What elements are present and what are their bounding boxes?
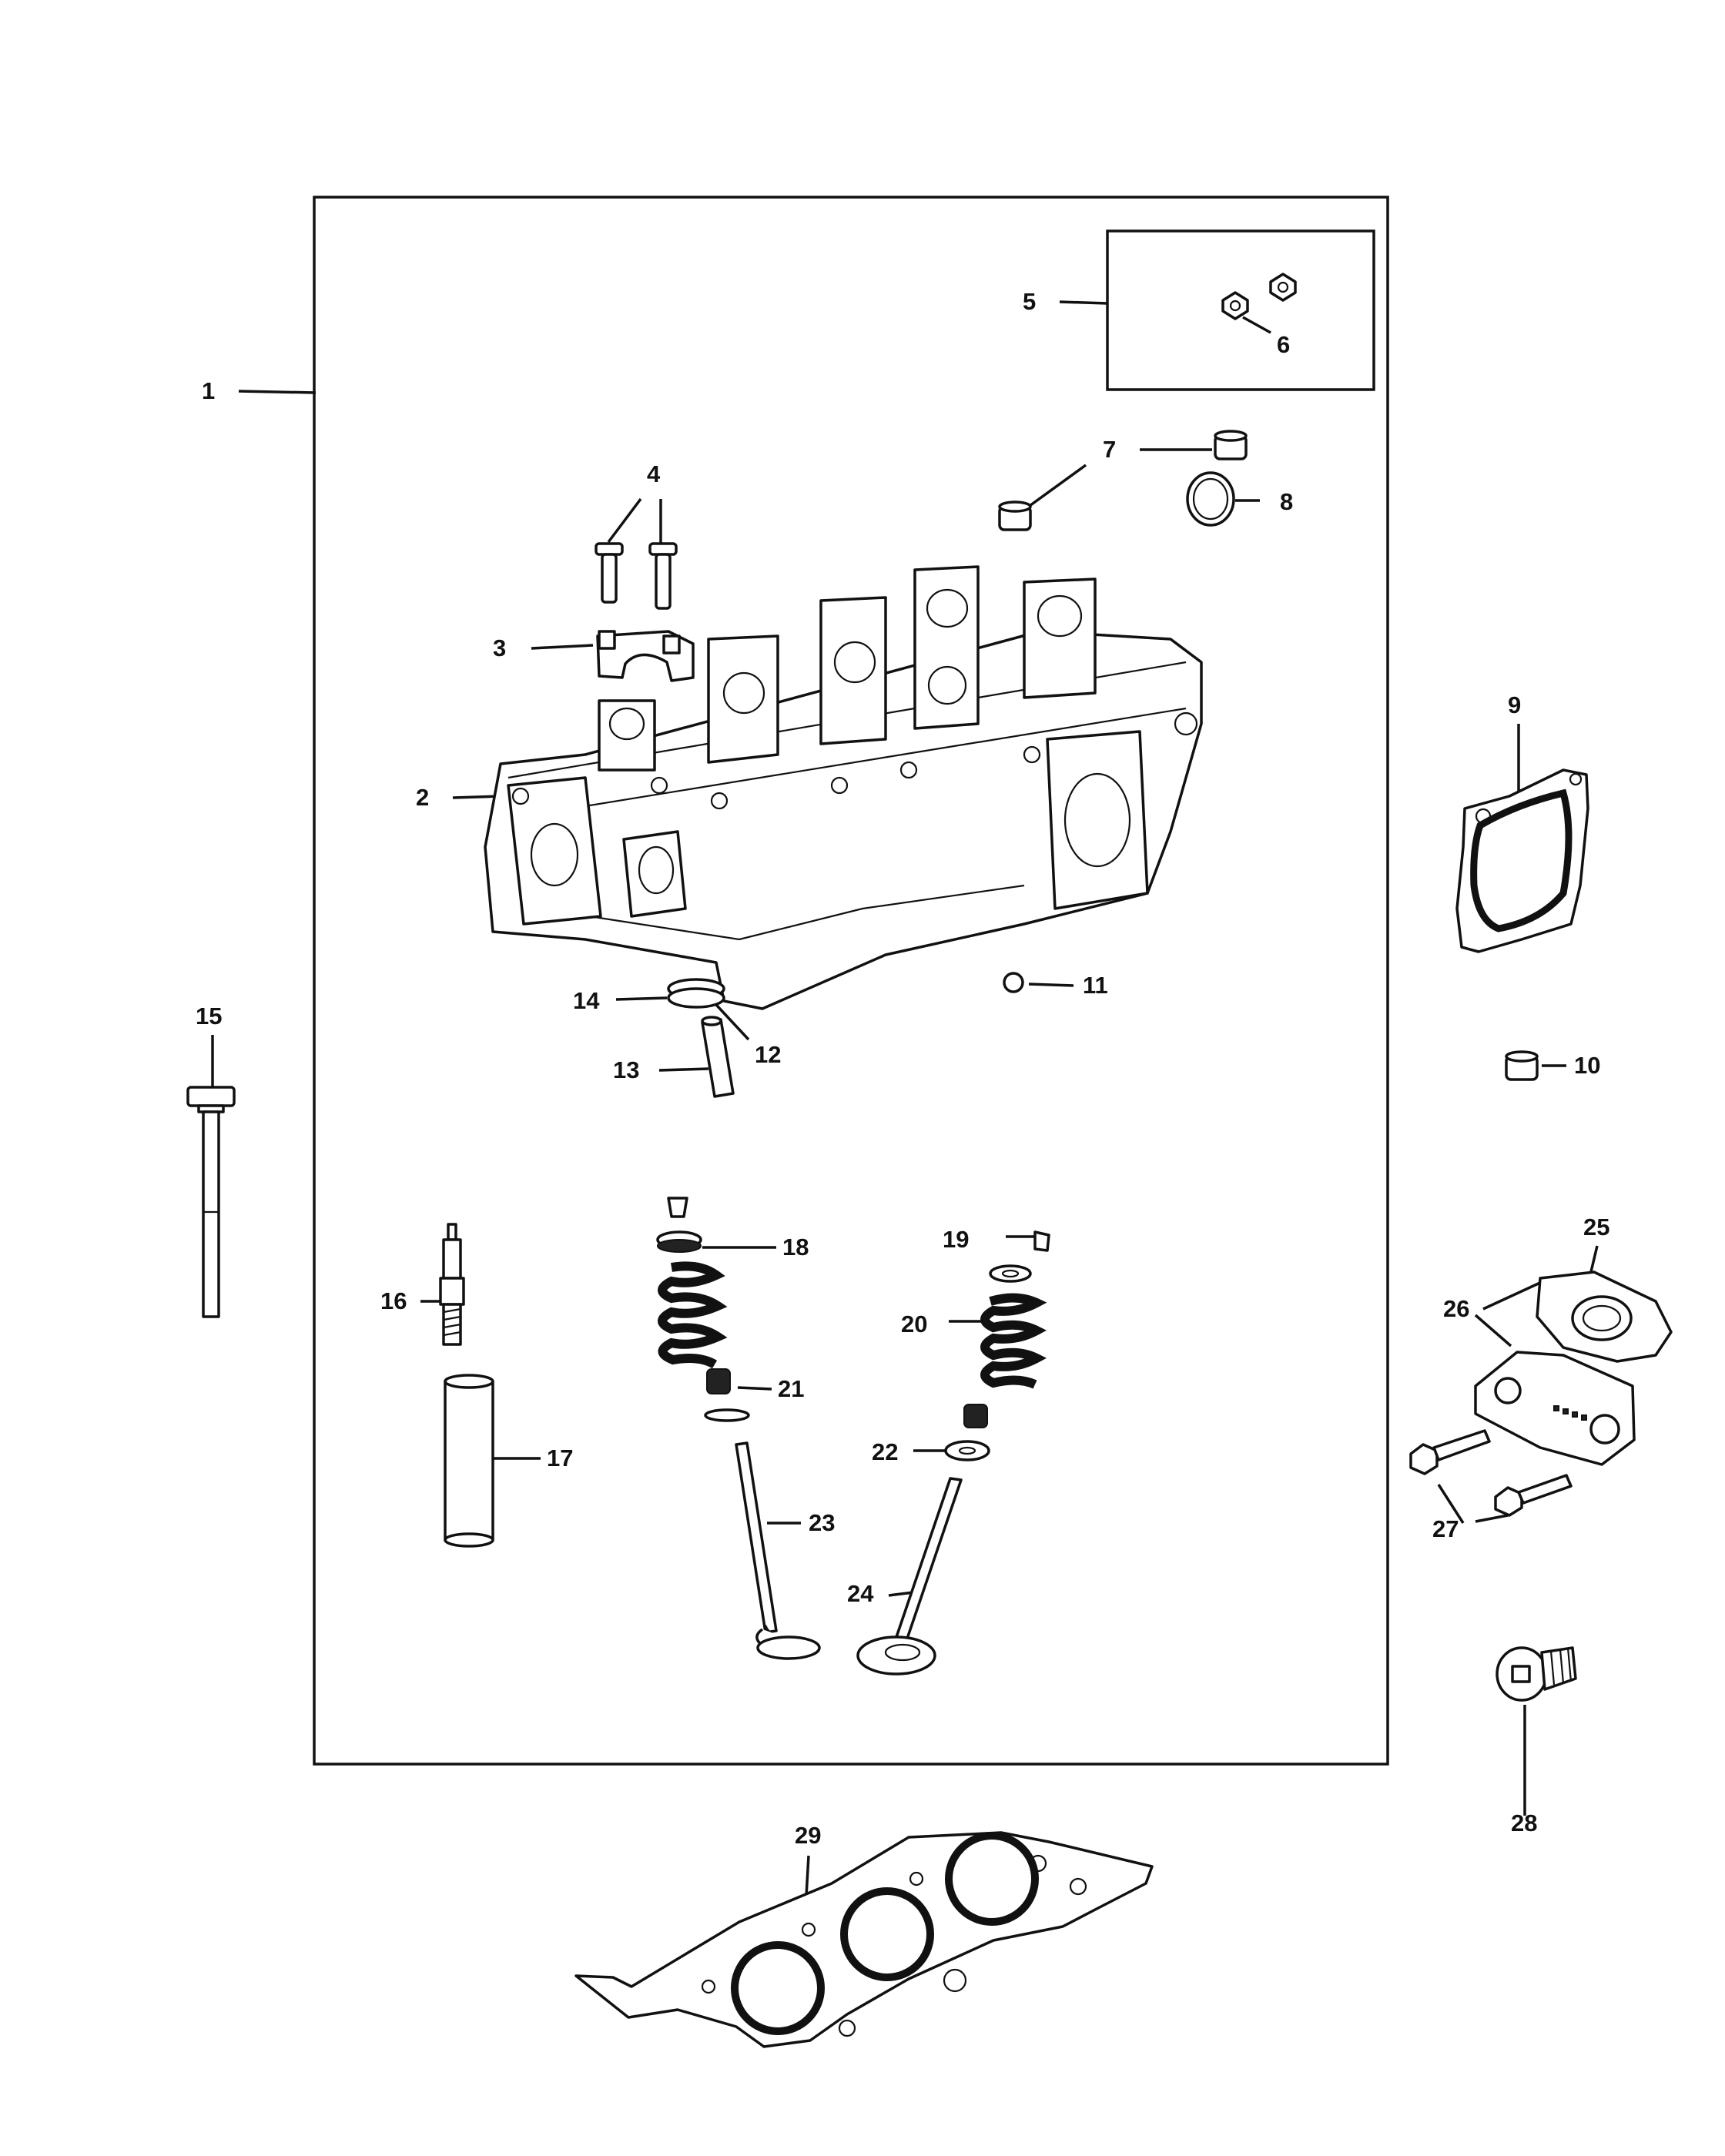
part-13-guide[interactable] (701, 1016, 735, 1098)
part-25-gasket[interactable] (1536, 1270, 1673, 1363)
part-22-washer[interactable] (944, 1440, 990, 1461)
callout-17[interactable]: 17 (547, 1445, 573, 1471)
part-3-bearing-cap[interactable] (596, 630, 695, 682)
part-7-dowels[interactable] (998, 430, 1248, 531)
callout-4[interactable]: 4 (647, 460, 661, 487)
callout-14[interactable]: 14 (573, 987, 600, 1014)
part-26-cover[interactable] (1474, 1351, 1636, 1466)
callout-6[interactable]: 6 (1277, 331, 1290, 358)
callout-16[interactable]: 16 (380, 1287, 407, 1314)
callout-21[interactable]: 21 (778, 1375, 804, 1402)
callout-12[interactable]: 12 (755, 1041, 781, 1068)
callout-26[interactable]: 26 (1443, 1295, 1469, 1322)
part-29-head-gasket[interactable] (574, 1831, 1154, 2048)
part-spring-seat-left[interactable] (704, 1408, 750, 1422)
callout-23[interactable]: 23 (809, 1509, 835, 1536)
callout-8[interactable]: 8 (1280, 488, 1293, 515)
callout-29[interactable]: 29 (795, 1822, 821, 1849)
leader-lines (211, 300, 1599, 1910)
part-21-stem-seal[interactable] (706, 1368, 731, 1394)
callout-10[interactable]: 10 (1574, 1052, 1600, 1079)
part-23-valve[interactable] (735, 1441, 821, 1660)
part-28-plug[interactable] (1496, 1646, 1577, 1702)
assembly-frame (313, 196, 1389, 1766)
part-9-gasket[interactable] (1455, 768, 1589, 953)
callout-25[interactable]: 25 (1583, 1214, 1609, 1240)
callout-27[interactable]: 27 (1432, 1515, 1459, 1542)
callout-19[interactable]: 19 (943, 1226, 969, 1253)
part-16-spark-plug[interactable] (439, 1223, 465, 1346)
part-12-14-seal[interactable] (667, 978, 725, 1009)
part-20-spring[interactable] (980, 1264, 1047, 1389)
callout-7[interactable]: 7 (1103, 436, 1116, 463)
part-17-tube[interactable] (444, 1374, 494, 1548)
part-8-plug[interactable] (1186, 471, 1235, 527)
part-18-retainer[interactable] (656, 1197, 702, 1253)
callout-1[interactable]: 1 (202, 377, 215, 404)
part-10-dowel[interactable] (1505, 1050, 1539, 1081)
part-4-bolts[interactable] (595, 542, 678, 610)
part-stem-seal-right[interactable] (963, 1404, 988, 1428)
callout-2[interactable]: 2 (416, 784, 429, 811)
callout-22[interactable]: 22 (872, 1438, 898, 1465)
part-valve-spring-left[interactable] (658, 1261, 728, 1369)
part-15-head-bolt[interactable] (186, 1086, 236, 1318)
part-11-ring[interactable] (1003, 972, 1024, 993)
callout-3[interactable]: 3 (493, 634, 506, 661)
part-27-bolts[interactable] (1409, 1429, 1573, 1517)
callout-15[interactable]: 15 (196, 1003, 222, 1029)
callout-18[interactable]: 18 (782, 1234, 809, 1260)
subkit-frame (1106, 229, 1375, 391)
part-6-bolts[interactable] (1221, 273, 1297, 320)
part-19-keepers[interactable] (1033, 1230, 1050, 1252)
callout-11[interactable]: 11 (1083, 972, 1108, 999)
part-24-valve[interactable] (856, 1477, 963, 1676)
callout-13[interactable]: 13 (613, 1056, 639, 1083)
part-2-cylinder-head[interactable] (484, 565, 1203, 1010)
callout-20[interactable]: 20 (901, 1311, 927, 1337)
callout-9[interactable]: 9 (1508, 691, 1521, 718)
callout-24[interactable]: 24 (847, 1580, 874, 1607)
callout-5[interactable]: 5 (1023, 288, 1036, 315)
